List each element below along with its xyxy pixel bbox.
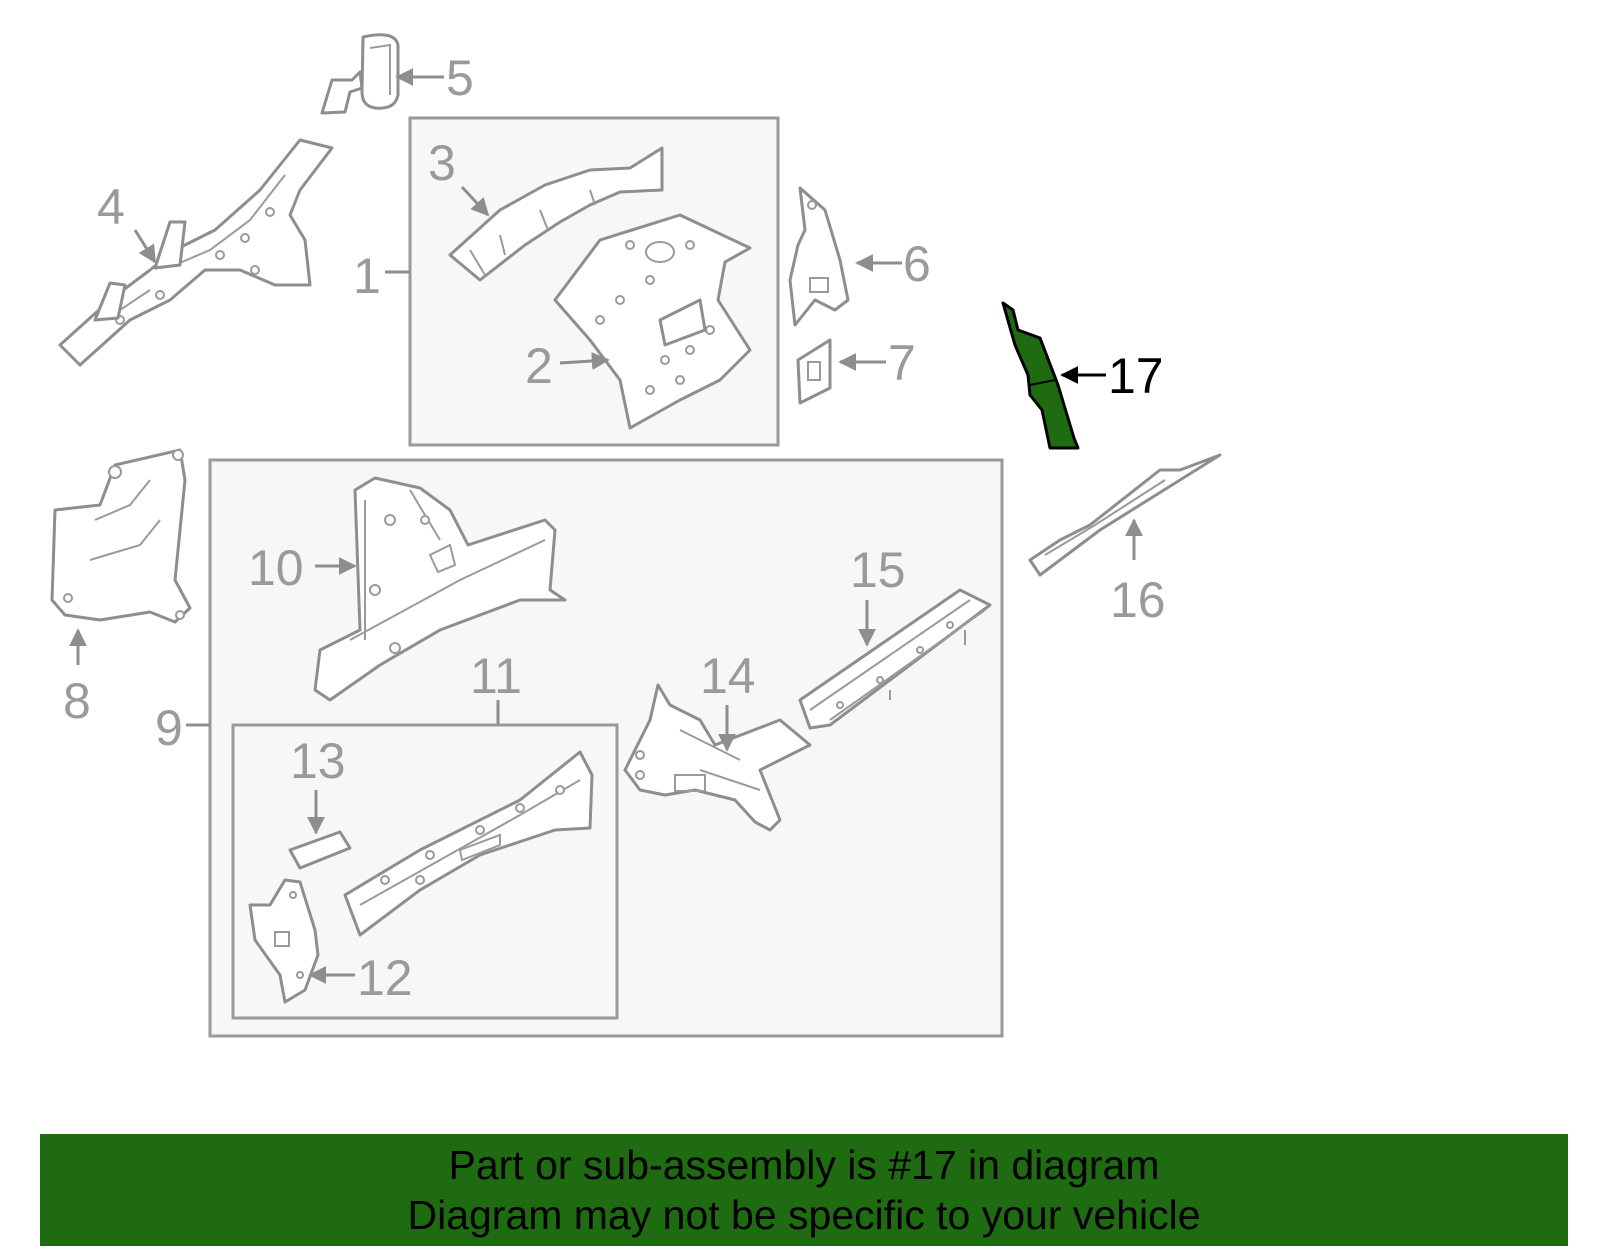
part-11 [343, 750, 594, 937]
callout-1: 1 [353, 248, 381, 304]
callout-12: 12 [357, 950, 413, 1006]
part-14 [623, 683, 812, 832]
leader-lines [69, 68, 1143, 984]
callout-15: 15 [850, 542, 906, 598]
part-2 [553, 213, 752, 430]
callout-11: 11 [470, 648, 522, 704]
callout-2: 2 [525, 338, 553, 394]
callout-17: 17 [1108, 348, 1164, 404]
callout-6: 6 [903, 236, 931, 292]
banner-line-2: Diagram may not be specific to your vehi… [407, 1192, 1201, 1238]
callout-10: 10 [248, 540, 304, 596]
part-15 [798, 588, 992, 730]
part-5 [320, 33, 400, 115]
callout-5: 5 [446, 50, 474, 106]
part-17-highlighted [1001, 301, 1080, 450]
callout-16: 16 [1110, 572, 1166, 628]
callout-8: 8 [63, 673, 91, 729]
callout-13: 13 [290, 733, 346, 789]
part-13 [288, 830, 352, 870]
callout-7: 7 [888, 335, 916, 391]
part-7 [796, 338, 832, 405]
callout-9: 9 [155, 700, 183, 756]
part-12 [248, 878, 320, 1004]
info-banner: Part or sub-assembly is #17 in diagram D… [40, 1134, 1568, 1246]
part-10 [313, 476, 567, 702]
callout-14: 14 [700, 648, 756, 704]
part-16 [1028, 453, 1222, 577]
part-3 [448, 146, 664, 282]
callout-3: 3 [428, 135, 456, 191]
part-4 [58, 138, 334, 367]
part-6 [788, 186, 850, 327]
part-8 [50, 448, 192, 624]
callout-4: 4 [97, 179, 125, 235]
banner-line-1: Part or sub-assembly is #17 in diagram [448, 1142, 1160, 1188]
